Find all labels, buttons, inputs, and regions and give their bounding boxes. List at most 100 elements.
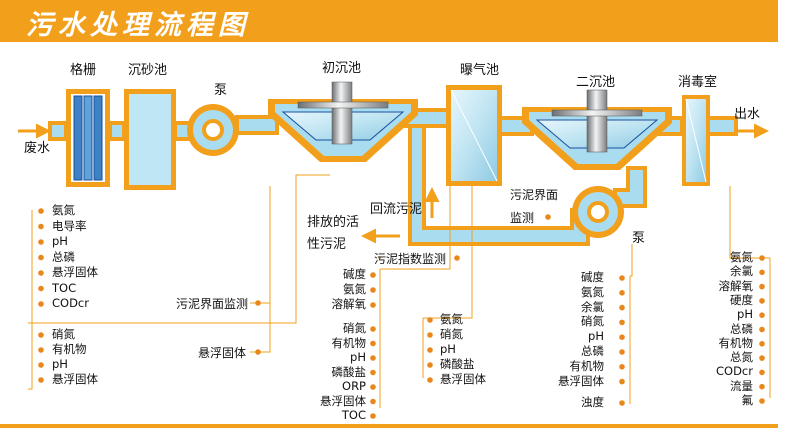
- param-item: pH: [350, 350, 366, 364]
- connector-dot: [454, 255, 460, 261]
- connector-dot: [759, 355, 765, 361]
- param-item: 总磷: [730, 321, 753, 336]
- pump-1: [187, 104, 239, 156]
- page-title: 污水处理流程图: [26, 10, 250, 41]
- connector-dot: [370, 326, 376, 332]
- connector-dot: [370, 384, 376, 390]
- param-item: pH: [440, 342, 456, 356]
- connector-dot: [427, 377, 433, 383]
- connector-dot: [427, 347, 433, 353]
- secondary-clarifier: [522, 89, 672, 170]
- connector-dot: [370, 272, 376, 278]
- param-item: 悬浮固体: [320, 393, 366, 408]
- connector-dot: [38, 377, 44, 383]
- connector-dot: [427, 317, 433, 323]
- param-item: pH: [52, 234, 68, 248]
- param-item: 碱度: [343, 267, 366, 281]
- param-item: 溶解氧: [331, 297, 367, 311]
- connector-dot: [370, 287, 376, 293]
- connector-dot: [619, 364, 625, 370]
- param-item: 氟: [741, 393, 754, 407]
- param-item: pH: [737, 307, 753, 322]
- param-item: 碱度: [581, 270, 604, 284]
- param-item: 悬浮固体: [440, 372, 486, 386]
- connector-dot: [759, 312, 765, 319]
- connector-dot: [759, 283, 765, 290]
- param-item: 总磷: [52, 249, 75, 264]
- label-sludge-interface-2: 监测: [510, 211, 535, 225]
- param-item: 悬浮固体: [52, 265, 98, 279]
- param-item: 浊度: [581, 395, 604, 409]
- connector-dot: [619, 275, 625, 281]
- label-grille: 格栅: [70, 63, 97, 78]
- param-item: TOC: [52, 280, 77, 295]
- connector-lines: [28, 174, 771, 408]
- disinfection-chamber: [682, 95, 710, 186]
- connector-dot: [38, 285, 44, 292]
- primary-clarifier: [268, 81, 418, 162]
- title-bar: 污水处理流程图: [0, 0, 778, 42]
- param-item: 硝氮: [343, 321, 366, 335]
- grit-tank: [124, 89, 176, 190]
- connector-dot: [619, 334, 625, 341]
- label-pump-1: 泵: [214, 83, 228, 98]
- label-effluent: 出水: [734, 107, 761, 122]
- param-item: 悬浮固体: [52, 372, 98, 386]
- connector-dot: [619, 349, 625, 355]
- connector-dot: [38, 301, 44, 307]
- connector-dot: [427, 332, 433, 338]
- param-item: 氨氮: [581, 284, 604, 299]
- label-secondary-clarifier: 二沉池: [576, 75, 616, 90]
- connector-dot: [619, 290, 625, 296]
- param-item: 流量: [730, 378, 753, 393]
- connector-dot: [370, 340, 376, 347]
- param-item: 总磷: [581, 344, 604, 358]
- param-item: 硝氮: [440, 327, 463, 341]
- param-item: 氨氮: [52, 203, 75, 217]
- label-primary-clarifier: 初沉池: [322, 61, 362, 76]
- connector-dot: [427, 362, 433, 368]
- param-item: 氨氮: [730, 250, 753, 264]
- bottom-bar: [0, 424, 778, 428]
- connector-dot: [619, 400, 625, 406]
- param-item: 磷酸盐: [440, 357, 475, 371]
- connector-dot: [759, 326, 765, 333]
- label-discharge-sludge-2: 性污泥: [307, 237, 347, 252]
- grille: [66, 89, 110, 187]
- label-sludge-index: 污泥指数监测: [374, 252, 447, 266]
- connector-dot: [38, 347, 44, 353]
- label-disinfection: 消毒室: [678, 75, 718, 90]
- param-item: CODcr: [716, 364, 753, 379]
- label-sludge-interface-monitor: 污泥界面监测: [176, 297, 249, 311]
- label-return-sludge: 回流污泥: [370, 202, 423, 217]
- label-sludge-interface-1: 污泥界面: [510, 188, 559, 202]
- connector-dot: [38, 208, 44, 214]
- connector-dot: [759, 298, 765, 304]
- connector-dot: [255, 300, 261, 306]
- label-influent: 废水: [24, 141, 51, 156]
- param-item: 磷酸盐: [331, 364, 367, 379]
- param-item: pH: [588, 329, 604, 344]
- connector-dot: [370, 369, 376, 376]
- connector-dot: [38, 362, 44, 368]
- connector-dot: [619, 378, 625, 385]
- connector-dot: [38, 223, 44, 230]
- param-item: ORP: [342, 379, 366, 393]
- connector-dot: [38, 332, 44, 338]
- param-item: pH: [52, 357, 68, 371]
- connector-dot: [759, 383, 765, 390]
- connector-dot: [759, 398, 765, 404]
- param-item: 有机物: [718, 335, 754, 350]
- param-item: 硝氮: [52, 327, 75, 341]
- connector-dot: [370, 413, 376, 419]
- connector-dot: [38, 254, 44, 261]
- param-item: 电导率: [52, 218, 87, 233]
- aeration-tank: [446, 85, 502, 186]
- connector-dot: [759, 269, 765, 276]
- param-item: 硬度: [730, 292, 753, 307]
- connector-dot: [370, 398, 376, 405]
- param-item: 氨氮: [343, 282, 366, 296]
- param-item: 余氯: [730, 264, 753, 279]
